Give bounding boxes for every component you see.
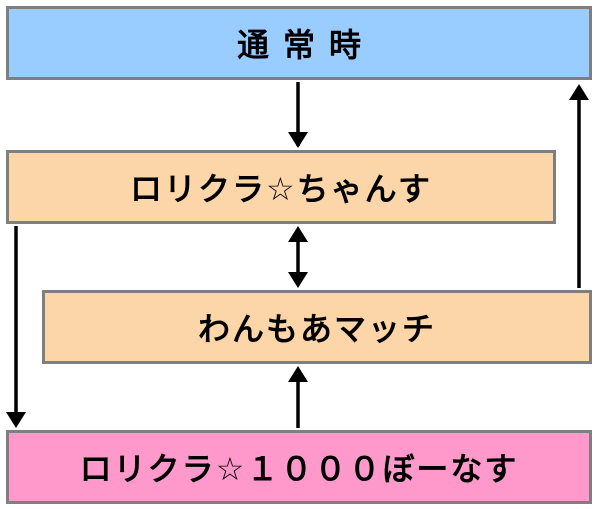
state-one-more-match-label: わんもあマッチ — [197, 310, 436, 348]
arrowhead-chance-match-down — [288, 272, 308, 288]
state-one-more-match-box: わんもあマッチ — [42, 290, 592, 364]
state-normal-label: 通常時 — [236, 26, 375, 64]
state-bonus-label: ロリクラ☆１０００ぼーなす — [79, 450, 519, 488]
arrowhead-chance-to-bonus — [6, 412, 26, 428]
state-normal-box: 通常時 — [6, 6, 592, 80]
arrowhead-bonus-to-match — [288, 366, 308, 382]
arrowhead-normal-to-chance — [288, 132, 308, 148]
arrowhead-chance-match-up — [288, 226, 308, 242]
state-chance-label: ロリクラ☆ちゃんす — [129, 170, 433, 208]
state-chance-box: ロリクラ☆ちゃんす — [6, 150, 556, 224]
state-bonus-box: ロリクラ☆１０００ぼーなす — [6, 430, 592, 504]
arrowhead-match-to-normal — [569, 84, 589, 100]
